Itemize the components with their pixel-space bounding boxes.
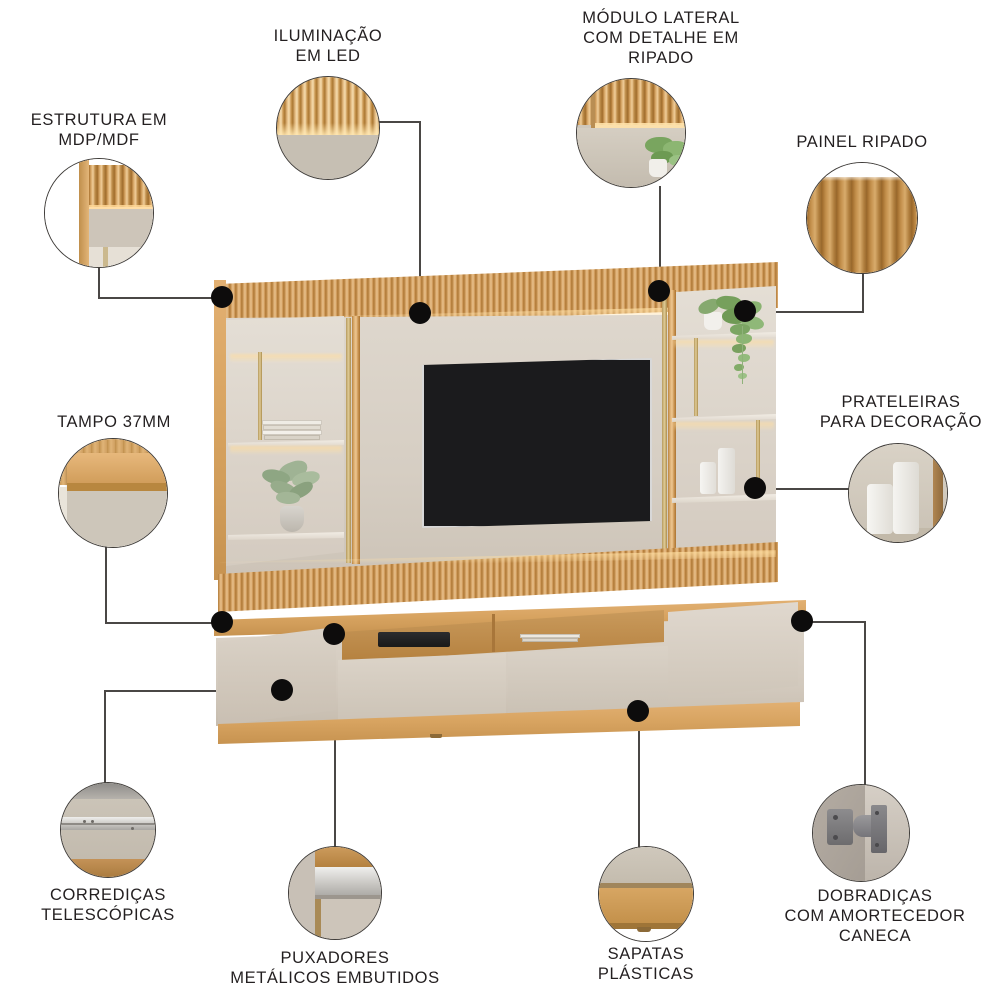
- bubble-painel-ripado: [806, 162, 918, 274]
- label-puxadores: PUXADORES METÁLICOS EMBUTIDOS: [230, 949, 440, 988]
- led-prateleira-dir-2: [674, 422, 774, 430]
- tela-tv: [422, 358, 652, 528]
- label-tampo: TAMPO 37MM: [57, 413, 171, 431]
- porta-lateral-direita[interactable]: [668, 602, 798, 700]
- bubble-iluminacao: [276, 76, 380, 180]
- faixa-ripada-esq: [352, 316, 360, 564]
- connector-dobradicas-h: [802, 621, 866, 623]
- divisoria-nicho: [492, 614, 495, 652]
- connector-puxadores-v: [334, 634, 336, 850]
- borda-lateral-esquerda: [214, 280, 226, 580]
- prateleira-dir-inferior: [672, 494, 776, 503]
- dot-puxadores[interactable]: [323, 623, 345, 645]
- connector-painel-v: [862, 272, 864, 313]
- connector-corredicas-v: [104, 690, 106, 786]
- poste-dourado-dir-1: [694, 338, 698, 416]
- connector-led-h: [376, 121, 421, 123]
- bubble-puxadores: [288, 846, 382, 940]
- connector-modulo-v: [659, 186, 661, 293]
- dot-prateleiras[interactable]: [744, 477, 766, 499]
- dot-estrutura[interactable]: [211, 286, 233, 308]
- label-iluminacao: ILUMINAÇÃO EM LED: [273, 27, 383, 66]
- connector-sapatas-v: [638, 711, 640, 851]
- label-painel-ripado: PAINEL RIPADO: [796, 133, 928, 151]
- bubble-tampo: [58, 438, 168, 548]
- product-illustration: [200, 250, 840, 770]
- bubble-modulo-lateral: [576, 78, 686, 188]
- prateleira-esq-superior: [228, 440, 344, 447]
- led-prateleira-esq-1: [230, 354, 342, 362]
- prateleira-dir-superior: [672, 332, 776, 340]
- vaso-planta-pendente: [696, 294, 770, 406]
- label-prateleiras: PRATELEIRAS PARA DECORAÇÃO: [819, 393, 983, 432]
- connector-dobradicas-v: [864, 621, 866, 787]
- dot-painel-ripado[interactable]: [734, 300, 756, 322]
- connector-prateleiras-h: [757, 488, 850, 490]
- dot-sapatas[interactable]: [627, 700, 649, 722]
- connector-tampo-h: [105, 622, 224, 624]
- televisao: [422, 358, 652, 528]
- connector-led-v: [419, 121, 421, 315]
- vaso-folhagem: [260, 457, 322, 534]
- dot-dobradicas[interactable]: [791, 610, 813, 632]
- revistas: [520, 634, 580, 644]
- ripa-dourada-dir: [662, 292, 667, 554]
- dot-iluminacao[interactable]: [409, 302, 431, 324]
- dot-tampo[interactable]: [211, 611, 233, 633]
- connector-estrutura-v: [98, 268, 100, 299]
- livros-decorativos: [262, 420, 322, 440]
- connector-estrutura-h: [98, 297, 224, 299]
- porta-lateral-esquerda[interactable]: [218, 627, 336, 726]
- label-corredicas: CORREDIÇAS TELESCÓPICAS: [41, 886, 175, 925]
- prateleira-esq-inferior: [228, 532, 344, 540]
- receiver-aparelho: [378, 632, 450, 647]
- bubble-prateleiras: [848, 443, 948, 543]
- led-prateleira-dir-1: [674, 340, 774, 348]
- label-estrutura: ESTRUTURA EM MDP/MDF: [30, 111, 168, 150]
- label-dobradicas: DOBRADIÇAS COM AMORTECEDOR CANECA: [784, 887, 966, 946]
- dot-corredicas[interactable]: [271, 679, 293, 701]
- poste-dourado-dir-2: [756, 420, 760, 496]
- connector-tampo-v: [105, 546, 107, 623]
- vasos-brancos: [696, 448, 748, 496]
- bubble-corredicas: [60, 782, 156, 878]
- dot-modulo-lateral[interactable]: [648, 280, 670, 302]
- bubble-sapatas: [598, 846, 694, 942]
- label-modulo-lateral: MÓDULO LATERAL COM DETALHE EM RIPADO: [582, 9, 740, 68]
- bubble-estrutura: [44, 158, 154, 268]
- poste-dourado-esq: [258, 352, 262, 440]
- bubble-dobradicas: [812, 784, 910, 882]
- ripa-dourada-esq: [346, 318, 351, 563]
- prateleira-dir-media: [672, 414, 776, 422]
- led-prateleira-esq-2: [230, 446, 342, 454]
- gaveta-esquerda[interactable]: [338, 653, 506, 726]
- connector-painel-h: [745, 311, 863, 313]
- connector-corredicas-h: [104, 690, 284, 692]
- sapata-plastica: [430, 734, 442, 738]
- label-sapatas: SAPATAS PLÁSTICAS: [597, 945, 695, 984]
